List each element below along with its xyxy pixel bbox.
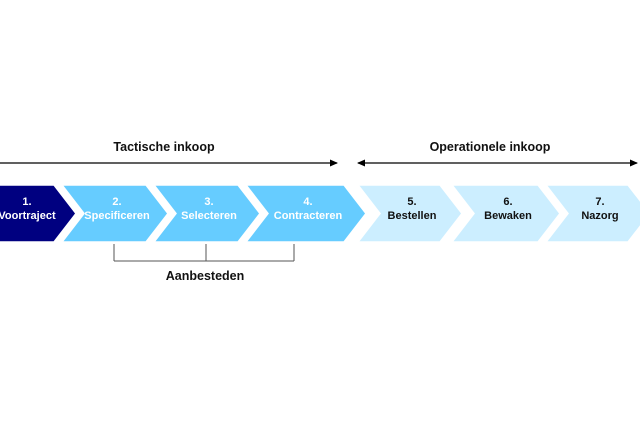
step-number-6: 6. [503, 196, 512, 208]
step-label-1: Voortraject [0, 210, 56, 222]
step-number-5: 5. [407, 196, 416, 208]
step-chevron-5: 5. Bestellen [356, 184, 463, 243]
step-shape-7 [544, 184, 640, 243]
step-shape-6 [450, 184, 561, 243]
step-shape-3 [152, 184, 261, 243]
process-steps: 1. Voortraject 2. Specificeren 3. Selecteren 4… [0, 184, 640, 243]
aanbesteden-bracket [113, 244, 295, 262]
step-number-4: 4. [303, 196, 312, 208]
step-chevron-3: 3. Selecteren [152, 184, 261, 243]
operational-phase-title: Operationele inkoop [430, 140, 551, 154]
step-label-7: Nazorg [581, 210, 618, 222]
step-label-3: Selecteren [181, 210, 237, 222]
step-number-2: 2. [112, 196, 121, 208]
step-chevron-7: 7. Nazorg [544, 184, 640, 243]
step-shape-1 [0, 184, 77, 243]
aanbesteden-label: Aanbesteden [166, 269, 245, 283]
step-number-7: 7. [595, 196, 604, 208]
step-label-5: Bestellen [388, 210, 437, 222]
step-label-6: Bewaken [484, 210, 532, 222]
step-number-1: 1. [22, 196, 31, 208]
step-shape-2 [60, 184, 169, 243]
step-label-2: Specificeren [84, 210, 150, 222]
step-label-4: Contracteren [274, 210, 343, 222]
step-chevron-2: 2. Specificeren [60, 184, 169, 243]
step-chevron-6: 6. Bewaken [450, 184, 561, 243]
step-shape-5 [356, 184, 463, 243]
tactical-phase-title: Tactische inkoop [113, 140, 215, 154]
step-shape-4 [244, 184, 367, 243]
step-chevron-1: 1. Voortraject [0, 184, 77, 243]
step-chevron-4: 4. Contracteren [244, 184, 367, 243]
step-number-3: 3. [204, 196, 213, 208]
